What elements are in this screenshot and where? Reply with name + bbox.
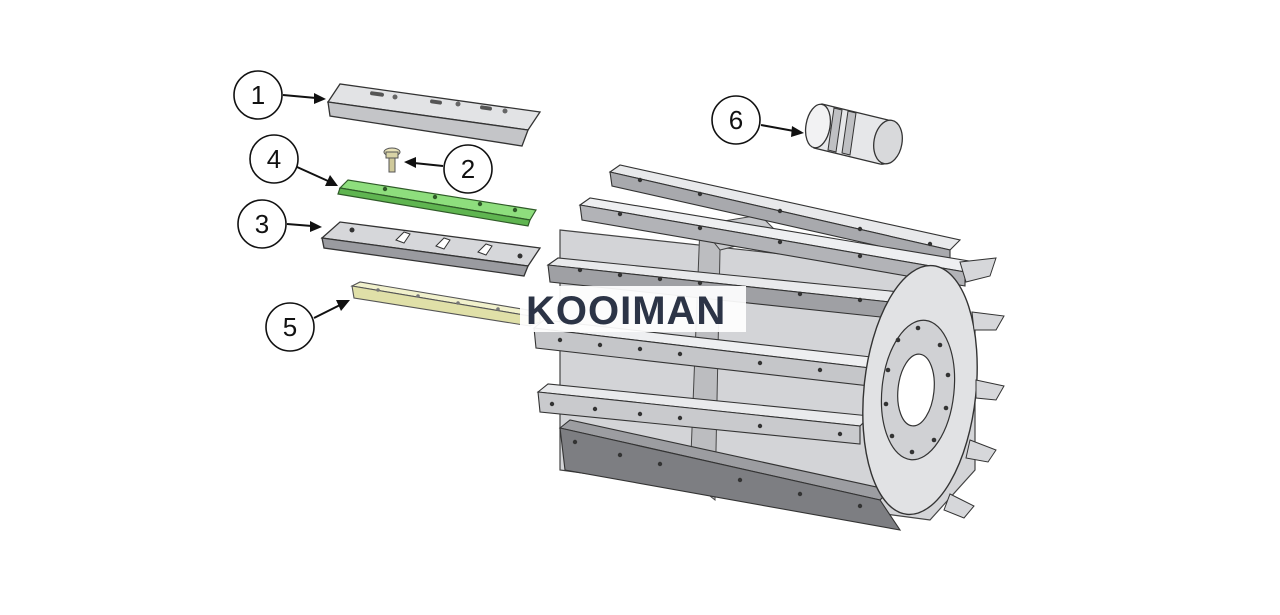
callout-2-label: 2 (461, 154, 475, 184)
part-bolt (383, 147, 401, 173)
part-green-clamp (337, 179, 537, 227)
rotor-drum (532, 164, 1005, 531)
callout-5: 5 (265, 300, 350, 352)
callout-6: 6 (711, 95, 804, 145)
callout-2: 2 (404, 144, 493, 194)
callout-3: 3 (237, 199, 322, 249)
watermark-text: KOOIMAN (526, 289, 726, 333)
part-bushing (804, 103, 903, 165)
callout-1-label: 1 (251, 80, 265, 110)
callout-4-label: 4 (267, 144, 281, 174)
callout-5-label: 5 (283, 312, 297, 342)
callout-4: 4 (249, 134, 338, 186)
part-support-bar (350, 281, 543, 327)
watermark: KOOIMAN (520, 286, 746, 333)
callout-3-label: 3 (255, 209, 269, 239)
part-lower-blade (320, 221, 542, 277)
part-upper-blade (326, 83, 542, 147)
callout-1: 1 (233, 70, 326, 120)
callout-6-label: 6 (729, 105, 743, 135)
